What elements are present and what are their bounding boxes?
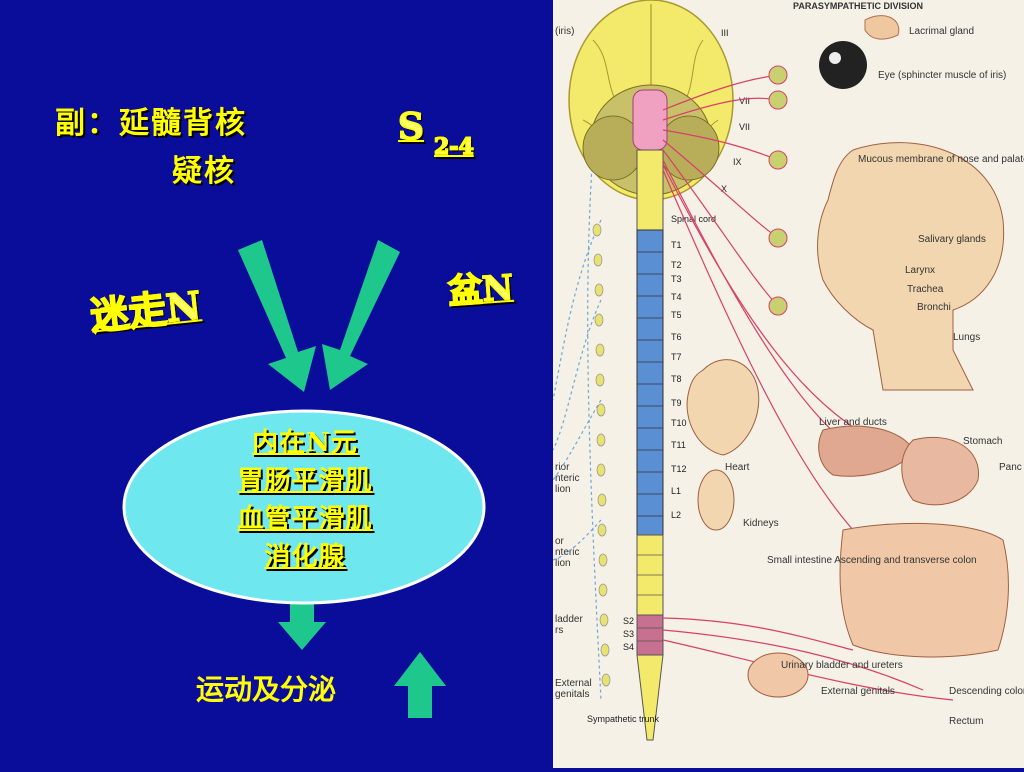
label-bladder: Urinary bladder and ureters xyxy=(781,660,903,671)
seg-S2: S2 xyxy=(623,616,634,626)
arrow-down-right xyxy=(238,240,316,392)
seg-T11: T11 xyxy=(671,440,686,450)
nerve-paths xyxy=(662,74,954,701)
label-trachea: Trachea xyxy=(907,284,944,295)
seg-T9: T9 xyxy=(671,398,682,408)
label-heart: Heart xyxy=(725,462,750,473)
brain xyxy=(568,0,734,201)
label-mucous: Mucous membrane of nose and palate xyxy=(858,154,1024,165)
label-kidneys: Kidneys xyxy=(743,518,779,529)
spinal-cord xyxy=(636,149,664,741)
cn-IX: IX xyxy=(733,157,742,167)
label-bronchi: Bronchi xyxy=(917,302,951,313)
oval-line-digestive-glands: 消化腺 xyxy=(264,542,346,572)
label-liver: Liver and ducts xyxy=(819,417,887,428)
label-external-genitals: External genitals xyxy=(821,686,895,697)
oval-text-block: 内在N元 胃肠平滑肌 血管平滑肌 消化腺 xyxy=(130,424,480,576)
label-lacrimal: Lacrimal gland xyxy=(909,26,974,37)
arrows-layer xyxy=(122,240,486,718)
oval-line-vascular-smooth-muscle: 血管平滑肌 xyxy=(237,504,373,534)
cn-VII-a: VII xyxy=(739,96,750,106)
seg-S3: S3 xyxy=(623,629,634,639)
label-rectum: Rectum xyxy=(949,716,983,727)
stomach-shape xyxy=(901,436,980,506)
seg-T6: T6 xyxy=(671,332,682,342)
edge-label-4: or xyxy=(555,536,565,547)
motor-secretion-label: 运动及分泌 xyxy=(196,673,337,706)
edge-label-1: rior xyxy=(555,462,570,473)
target-oval xyxy=(122,409,486,605)
edge-label-9: External xyxy=(555,678,592,689)
edge-label-3: lion xyxy=(555,484,571,495)
label-stomach: Stomach xyxy=(963,436,1002,447)
oval-line-neurons: 内在N元 xyxy=(252,428,358,458)
cranial-nerve-labels: III VII VII IX X xyxy=(721,28,750,194)
liver-shape xyxy=(818,425,914,477)
lacrimal-gland-shape xyxy=(864,15,900,40)
label-small-intestine: Small intestine Ascending and transverse… xyxy=(767,555,977,566)
ganglia xyxy=(768,65,788,316)
seg-L1: L1 xyxy=(671,486,681,496)
head-silhouette xyxy=(817,142,1005,391)
accessory-nucleus-line1: 副：延髓背核 xyxy=(55,106,247,141)
heart-shape xyxy=(686,359,760,456)
seg-T3: T3 xyxy=(671,274,682,284)
seg-L2: L2 xyxy=(671,510,681,520)
label-eye: Eye (sphincter muscle of iris) xyxy=(878,70,1006,81)
intestines-shape xyxy=(839,522,1009,658)
seg-T8: T8 xyxy=(671,374,682,384)
oval-line-gi-smooth-muscle: 胃肠平滑肌 xyxy=(237,466,373,496)
sacral-letter: S xyxy=(397,105,425,149)
label-salivary: Salivary glands xyxy=(918,234,986,245)
seg-T5: T5 xyxy=(671,310,682,320)
seg-T10: T10 xyxy=(671,418,687,428)
sympathetic-chain xyxy=(552,149,602,701)
label-descending-colon: Descending colon xyxy=(949,686,1024,697)
arrow-down-left xyxy=(322,240,400,390)
edge-label-10: genitals xyxy=(555,689,589,700)
cn-X: X xyxy=(721,184,727,194)
seg-T12: T12 xyxy=(671,464,687,474)
seg-T2: T2 xyxy=(671,260,682,270)
cn-III: III xyxy=(721,28,729,38)
cn-VII-b: VII xyxy=(739,122,750,132)
edge-label-2: nteric xyxy=(555,473,579,484)
label-lungs: Lungs xyxy=(953,332,980,343)
anatomy-svg: PARASYMPATHETIC DIVISION (iris) rior nte… xyxy=(552,0,1024,741)
label-larynx: Larynx xyxy=(905,265,935,276)
eye-ball xyxy=(819,41,867,89)
sacral-range: 2-4 xyxy=(433,133,474,161)
bladder-shape xyxy=(747,652,809,698)
seg-T1: T1 xyxy=(671,240,682,250)
ganglion-chain xyxy=(592,223,611,687)
kidney-shape xyxy=(697,469,735,531)
sympathetic-trunk-label: Sympathetic trunk xyxy=(587,714,660,724)
edge-label-6: lion xyxy=(555,558,571,569)
eye-highlight xyxy=(829,52,841,64)
arrow-up xyxy=(394,652,446,718)
parasympathetic-figure: PARASYMPATHETIC DIVISION (iris) rior nte… xyxy=(552,0,1024,768)
label-pancreas: Panc xyxy=(999,462,1022,473)
seg-T4: T4 xyxy=(671,292,682,302)
seg-T7: T7 xyxy=(671,352,682,362)
figure-header: PARASYMPATHETIC DIVISION xyxy=(793,1,923,11)
seg-S4: S4 xyxy=(623,642,634,652)
edge-label-7: ladder xyxy=(555,614,583,625)
accessory-nucleus-line2: 疑核 xyxy=(172,154,236,189)
edge-label-8: rs xyxy=(555,625,563,636)
edge-label-iris: (iris) xyxy=(555,26,574,37)
edge-label-5: nteric xyxy=(555,547,579,558)
